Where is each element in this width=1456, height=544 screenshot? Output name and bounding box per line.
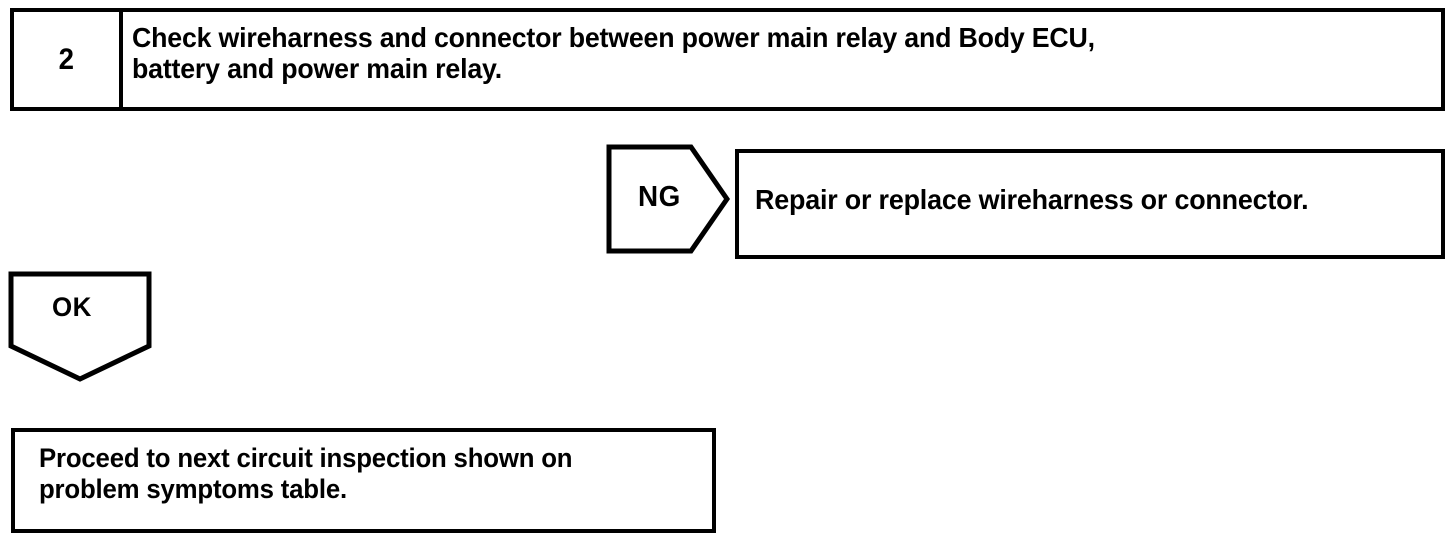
- ng-branch-label: NG: [638, 181, 681, 213]
- step-instruction-cell: Check wireharness and connector between …: [123, 12, 1441, 107]
- ok-result-text: Proceed to next circuit inspection shown…: [39, 443, 573, 504]
- ok-arrow-shape: [8, 271, 152, 382]
- step-number: 2: [58, 42, 75, 76]
- ok-branch-label: OK: [52, 292, 92, 322]
- step-box: 2 Check wireharness and connector betwee…: [10, 8, 1445, 111]
- step-instruction-text: Check wireharness and connector between …: [132, 22, 1095, 85]
- ng-result-text: Repair or replace wireharness or connect…: [755, 184, 1309, 215]
- ng-arrow-shape: [606, 144, 730, 254]
- step-number-cell: 2: [14, 12, 123, 107]
- ok-result-box: Proceed to next circuit inspection shown…: [11, 428, 716, 533]
- ng-branch-arrow: [606, 144, 730, 254]
- ng-result-box: Repair or replace wireharness or connect…: [735, 149, 1445, 259]
- ok-branch-arrow: [8, 271, 152, 383]
